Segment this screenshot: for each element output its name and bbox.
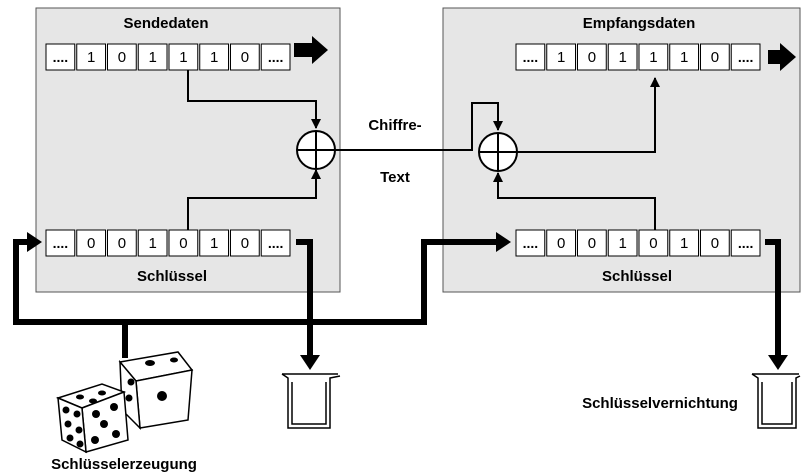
register-cell — [700, 43, 730, 71]
receiver-data-register: .... 1 0 1 1 1 0.... — [515, 43, 761, 71]
register-cell-value: .... — [53, 235, 69, 251]
sender-key-label: Schlüssel — [137, 268, 207, 285]
register-cell-value: 0 — [87, 235, 95, 252]
register-cell — [638, 43, 669, 71]
register-cell-value: 0 — [649, 235, 657, 252]
register-cell — [577, 43, 607, 71]
register-cell-value: 1 — [618, 235, 626, 252]
receiver-xor-symbol — [478, 132, 518, 172]
register-cell — [137, 43, 168, 71]
register-cell-value: 0 — [588, 235, 596, 252]
register-cell-value: .... — [268, 49, 284, 65]
register-cell-value: 1 — [87, 49, 95, 66]
sender-key-to-bin-path — [296, 239, 313, 358]
sender-key-input-arrowhead — [27, 232, 42, 252]
register-cell — [700, 229, 730, 257]
register-cell-value: .... — [268, 235, 284, 251]
register-cell-value: 1 — [148, 235, 156, 252]
register-cell — [638, 229, 669, 257]
receiver-key-to-xor-line — [493, 172, 656, 230]
register-cell-value: .... — [523, 49, 539, 65]
cipher-label-1: Chiffre- — [368, 117, 421, 134]
register-cell-value: 0 — [588, 49, 596, 66]
register-cell-value: 0 — [711, 235, 719, 252]
register-cell-value: 1 — [179, 49, 187, 66]
sender-data-to-xor-line — [187, 70, 321, 129]
sender-key-to-xor-line — [187, 169, 321, 230]
receiver-key-input-arrowhead — [496, 232, 511, 252]
register-cell — [577, 229, 607, 257]
register-cell — [76, 43, 106, 71]
ciphertext-line — [335, 102, 503, 151]
receiver-output-arrow — [768, 43, 796, 71]
sender-data-register: .... 1 0 1 1 1 0.... — [45, 43, 291, 71]
receiver-bin-arrowhead — [768, 355, 788, 370]
sender-output-arrow — [294, 36, 328, 64]
register-cell-value: 1 — [618, 49, 626, 66]
register-cell-value: 0 — [557, 235, 565, 252]
register-cell-value: 1 — [680, 235, 688, 252]
register-cell-value: .... — [53, 49, 69, 65]
register-cell — [45, 43, 76, 71]
sender-title: Sendedaten — [123, 15, 208, 32]
register-cell — [137, 229, 168, 257]
register-cell-value: 0 — [118, 235, 126, 252]
register-cell — [45, 229, 76, 257]
register-cell — [546, 43, 576, 71]
register-cell — [607, 43, 638, 71]
receiver-key-to-bin-path — [765, 239, 781, 358]
register-cell-value: 0 — [241, 235, 249, 252]
register-cell-value: 1 — [557, 49, 565, 66]
cipher-label-2: Text — [380, 169, 410, 186]
register-cell-value: .... — [523, 235, 539, 251]
receiver-xor-to-data-line — [517, 77, 660, 153]
register-cell-value: 0 — [711, 49, 719, 66]
register-cell-value: 0 — [179, 235, 187, 252]
key-destruction-label: Schlüsselvernichtung — [582, 395, 738, 412]
register-cell-value: 0 — [241, 49, 249, 66]
register-cell — [260, 229, 291, 257]
sender-bin-icon — [281, 373, 341, 429]
receiver-key-label: Schlüssel — [602, 268, 672, 285]
register-cell — [230, 229, 260, 257]
register-cell — [730, 229, 761, 257]
register-cell — [669, 229, 699, 257]
register-cell-value: 1 — [680, 49, 688, 66]
sender-key-register: .... 0 0 1 0 1 0.... — [45, 229, 291, 257]
register-cell — [730, 43, 761, 71]
dice-icon — [55, 351, 194, 454]
register-cell — [107, 43, 137, 71]
register-cell-value: 1 — [210, 235, 218, 252]
register-cell — [546, 229, 576, 257]
register-cell-value: 0 — [118, 49, 126, 66]
register-cell — [669, 43, 699, 71]
register-cell — [199, 43, 229, 71]
register-cell — [168, 229, 199, 257]
register-cell-value: 1 — [210, 49, 218, 66]
sender-xor-symbol — [296, 130, 336, 170]
register-cell — [199, 229, 229, 257]
register-cell — [260, 43, 291, 71]
receiver-title: Empfangsdaten — [583, 15, 696, 32]
register-cell-value: 1 — [148, 49, 156, 66]
register-cell — [76, 229, 106, 257]
register-cell-value: .... — [738, 235, 754, 251]
key-generation-label: Schlüsselerzeugung — [51, 456, 197, 473]
register-cell — [168, 43, 199, 71]
receiver-bin-icon — [751, 373, 801, 429]
register-cell — [515, 43, 546, 71]
register-cell — [515, 229, 546, 257]
register-cell — [607, 229, 638, 257]
register-cell-value: 1 — [649, 49, 657, 66]
register-cell-value: .... — [738, 49, 754, 65]
register-cell — [107, 229, 137, 257]
receiver-key-register: .... 0 0 1 0 1 0.... — [515, 229, 761, 257]
sender-bin-arrowhead — [300, 355, 320, 370]
register-cell — [230, 43, 260, 71]
key-to-receiver-path — [16, 239, 498, 325]
